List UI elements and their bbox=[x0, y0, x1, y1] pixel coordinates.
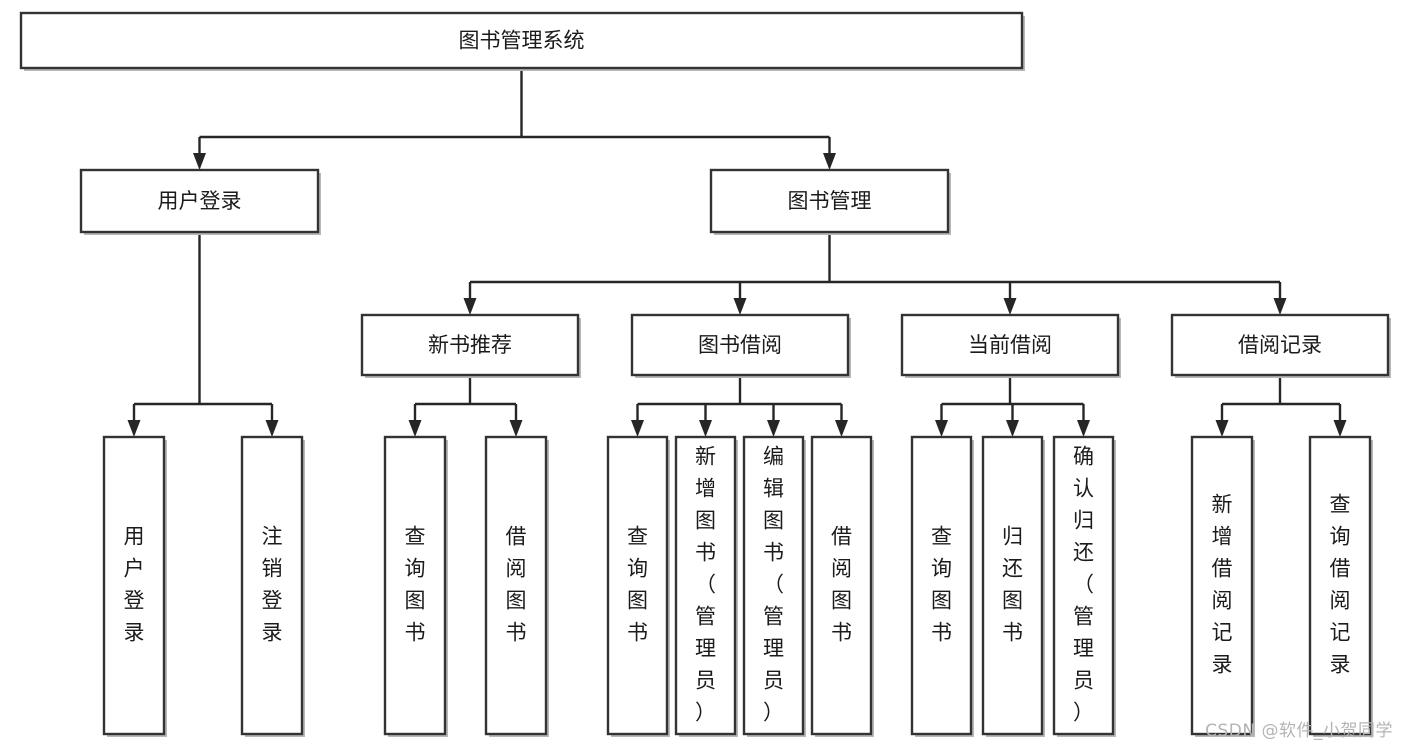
arrow-head-icon bbox=[1077, 420, 1090, 437]
arrow-head-icon bbox=[631, 420, 644, 437]
node-border bbox=[19, 11, 1024, 70]
node-user-login[interactable]: 用户登录 bbox=[79, 168, 321, 235]
node-border bbox=[606, 435, 669, 736]
node-border bbox=[630, 313, 850, 377]
arrow-head-icon bbox=[408, 420, 422, 437]
node-border bbox=[709, 168, 950, 234]
arrow-head-icon bbox=[699, 420, 712, 437]
node-label: 借阅图书 bbox=[506, 525, 527, 645]
arrow-head-icon bbox=[265, 420, 279, 437]
node-leaf-cur-query[interactable]: 查询图书 bbox=[910, 435, 974, 737]
node-label: 查询图书 bbox=[627, 525, 648, 645]
connector-layer bbox=[127, 68, 1347, 437]
node-border bbox=[1170, 313, 1390, 377]
arrow-head-icon bbox=[733, 298, 747, 315]
node-border bbox=[383, 435, 447, 736]
node-label: 图书借阅 bbox=[698, 333, 782, 357]
node-border bbox=[910, 435, 973, 736]
node-label: 借阅记录 bbox=[1238, 333, 1322, 357]
node-leaf-rec-query[interactable]: 查询图书 bbox=[383, 435, 448, 737]
node-label: 用户登录 bbox=[124, 525, 145, 645]
arrow-head-icon bbox=[935, 420, 948, 437]
arrow-head-icon bbox=[1333, 420, 1347, 437]
node-leaf-borrow-do[interactable]: 借阅图书 bbox=[810, 435, 874, 737]
node-border bbox=[810, 435, 873, 736]
arrow-head-icon bbox=[1006, 420, 1019, 437]
node-leaf-rec-borrow[interactable]: 借阅图书 bbox=[484, 435, 549, 737]
node-layer: 图书管理系统用户登录图书管理新书推荐图书借阅当前借阅借阅记录用户登录注销登录查询… bbox=[19, 11, 1391, 737]
node-border bbox=[360, 313, 580, 377]
arrow-head-icon bbox=[1273, 298, 1287, 315]
arrow-head-icon bbox=[823, 153, 836, 170]
arrow-head-icon bbox=[1215, 420, 1229, 437]
node-border bbox=[1052, 435, 1115, 736]
node-border bbox=[240, 435, 304, 736]
node-new-book-rec[interactable]: 新书推荐 bbox=[360, 313, 581, 378]
node-label: 新增借阅记录 bbox=[1212, 493, 1233, 677]
arrow-head-icon bbox=[767, 420, 780, 437]
node-label: 新增图书（管理员） bbox=[695, 445, 716, 725]
arrow-head-icon bbox=[127, 420, 141, 437]
node-label: 确认归还（管理员） bbox=[1073, 445, 1094, 725]
node-book-borrow[interactable]: 图书借阅 bbox=[630, 313, 851, 378]
node-border bbox=[1190, 435, 1254, 736]
node-border bbox=[102, 435, 166, 736]
node-book-manage[interactable]: 图书管理 bbox=[709, 168, 951, 235]
node-leaf-user-login[interactable]: 用户登录 bbox=[102, 435, 167, 737]
node-leaf-rec-add[interactable]: 新增借阅记录 bbox=[1190, 435, 1255, 737]
node-label: 查询图书 bbox=[405, 525, 426, 645]
node-border bbox=[484, 435, 548, 736]
node-root[interactable]: 图书管理系统 bbox=[19, 11, 1025, 71]
node-leaf-rec-query2[interactable]: 查询借阅记录 bbox=[1308, 435, 1373, 737]
node-border bbox=[79, 168, 320, 234]
arrow-head-icon bbox=[463, 298, 477, 315]
node-current-borrow[interactable]: 当前借阅 bbox=[900, 313, 1121, 378]
node-label: 查询图书 bbox=[931, 525, 952, 645]
node-label: 当前借阅 bbox=[968, 333, 1052, 357]
node-leaf-borrow-edit[interactable]: 编辑图书（管理员） bbox=[742, 435, 806, 737]
node-border bbox=[674, 435, 737, 736]
arrow-head-icon bbox=[509, 420, 523, 437]
node-borrow-record[interactable]: 借阅记录 bbox=[1170, 313, 1391, 378]
node-label: 用户登录 bbox=[158, 189, 242, 213]
node-leaf-borrow-add[interactable]: 新增图书（管理员） bbox=[674, 435, 738, 737]
node-label: 图书管理 bbox=[788, 189, 872, 213]
node-leaf-borrow-query[interactable]: 查询图书 bbox=[606, 435, 670, 737]
node-border bbox=[742, 435, 805, 736]
node-leaf-user-logout[interactable]: 注销登录 bbox=[240, 435, 305, 737]
node-leaf-cur-return[interactable]: 归还图书 bbox=[981, 435, 1045, 737]
node-leaf-cur-confirm[interactable]: 确认归还（管理员） bbox=[1052, 435, 1116, 737]
arrow-head-icon bbox=[835, 420, 848, 437]
node-border bbox=[1308, 435, 1372, 736]
node-label: 新书推荐 bbox=[428, 333, 512, 357]
node-label: 编辑图书（管理员） bbox=[763, 445, 784, 725]
node-label: 归还图书 bbox=[1002, 525, 1023, 645]
node-border bbox=[981, 435, 1044, 736]
node-label: 查询借阅记录 bbox=[1330, 493, 1351, 677]
node-label: 图书管理系统 bbox=[459, 29, 585, 53]
arrow-head-icon bbox=[193, 153, 206, 170]
node-label: 注销登录 bbox=[262, 525, 283, 645]
arrow-head-icon bbox=[1003, 298, 1017, 315]
node-label: 借阅图书 bbox=[831, 525, 852, 645]
node-border bbox=[900, 313, 1120, 377]
